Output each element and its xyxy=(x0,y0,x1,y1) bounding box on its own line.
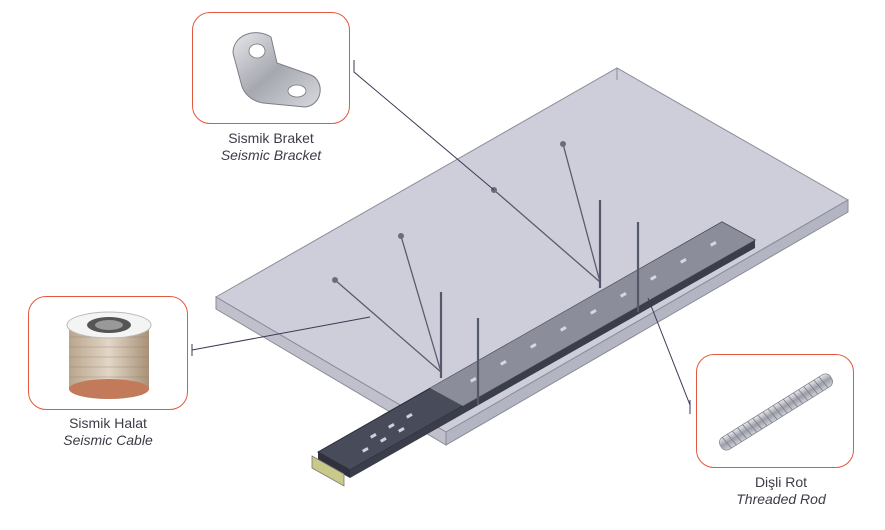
ceiling-slab xyxy=(215,67,850,446)
threaded-rods xyxy=(439,200,640,405)
leader-lines xyxy=(191,60,691,414)
seismic-cables xyxy=(334,143,601,373)
label-seismic-cable: Sismik Halat Seismic Cable xyxy=(28,415,188,449)
label-tr: Sismik Braket xyxy=(228,130,314,146)
label-tr: Dişli Rot xyxy=(754,474,808,490)
threaded-rod-icon xyxy=(719,373,833,451)
label-en: Seismic Bracket xyxy=(220,147,322,163)
seismic-bracket-icon xyxy=(232,32,321,108)
callout-seismic-cable xyxy=(28,296,188,410)
label-tr: Sismik Halat xyxy=(69,415,147,431)
callout-threaded-rod xyxy=(696,354,854,468)
label-threaded-rod: Dişli Rot Threaded Rod xyxy=(696,474,866,508)
seismic-cable-icon xyxy=(66,311,152,399)
callout-seismic-bracket xyxy=(192,12,350,124)
label-en: Threaded Rod xyxy=(736,491,826,507)
label-seismic-bracket: Sismik Braket Seismic Bracket xyxy=(192,130,350,164)
cable-tray xyxy=(311,221,757,487)
label-en: Seismic Cable xyxy=(63,432,153,448)
